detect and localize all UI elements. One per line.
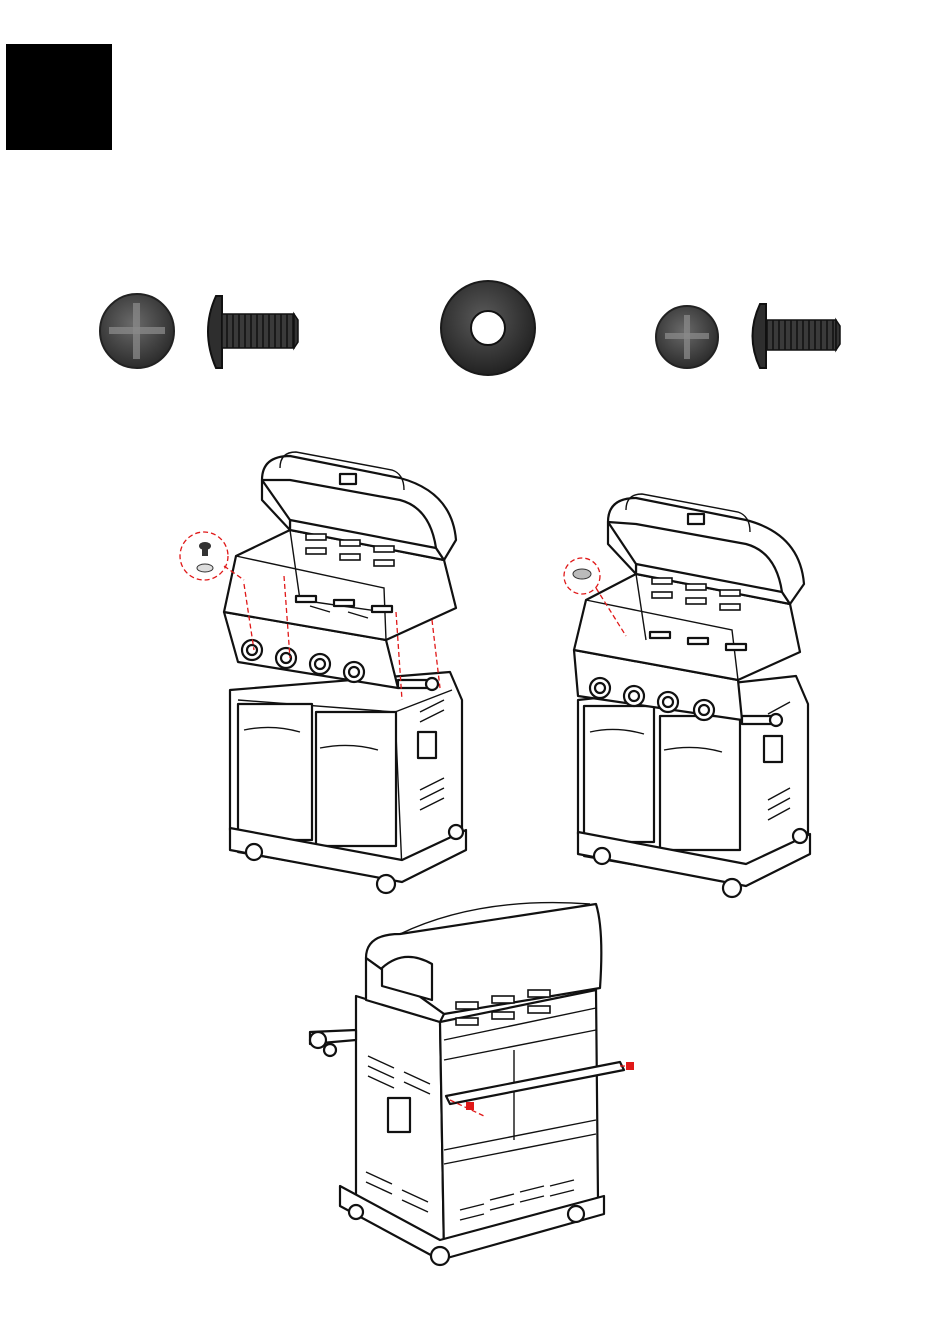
grill-installed-figure bbox=[564, 494, 810, 897]
large-screw-head-icon bbox=[100, 294, 174, 368]
bolt-right-icon bbox=[626, 1062, 634, 1070]
callout-cap-icon bbox=[573, 569, 591, 579]
callout-washer-icon bbox=[197, 564, 213, 572]
small-screw-side-icon bbox=[753, 304, 841, 368]
callout-screw-icon bbox=[199, 542, 211, 556]
grill-rear-figure bbox=[310, 903, 636, 1265]
small-screw-head-icon bbox=[656, 306, 718, 368]
grill-install-figure bbox=[180, 452, 466, 893]
large-screw-side-icon bbox=[208, 296, 298, 368]
washer-icon bbox=[441, 281, 535, 375]
bolt-left-icon bbox=[466, 1102, 474, 1110]
